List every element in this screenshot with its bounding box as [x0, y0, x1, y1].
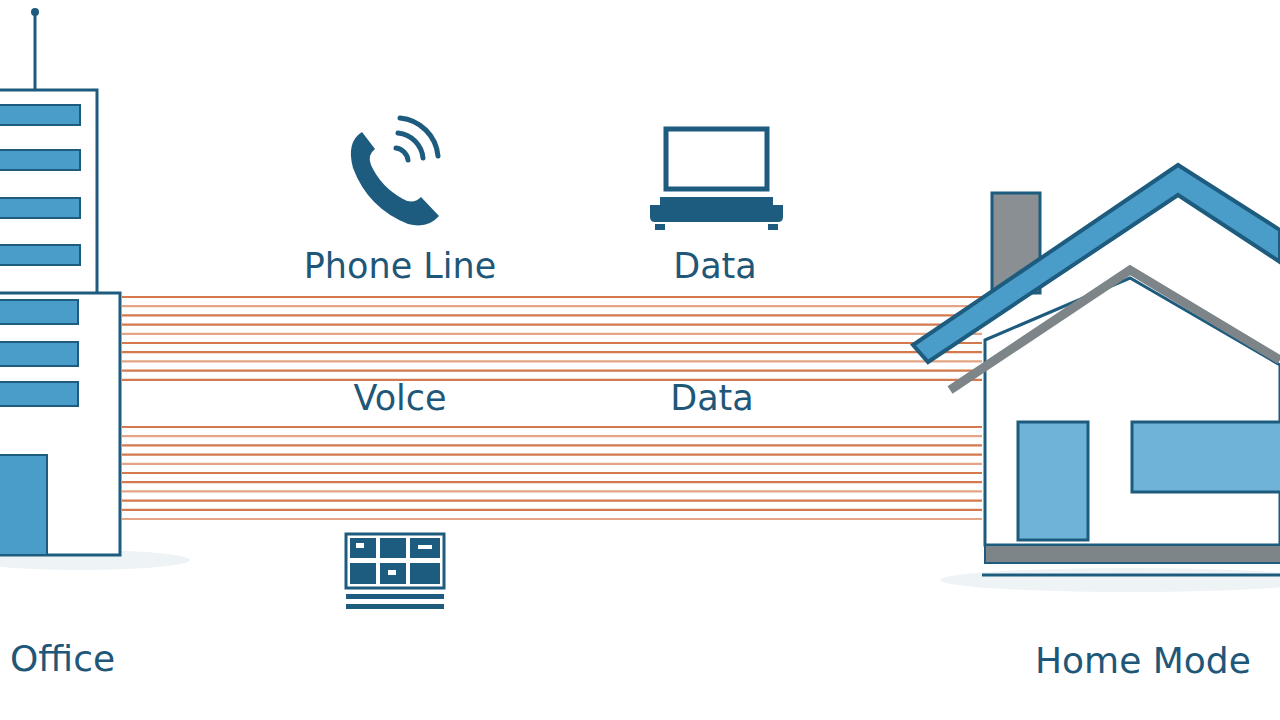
shadow [940, 568, 1280, 592]
office-building: Office [0, 90, 122, 555]
laptop-icon [650, 129, 783, 230]
signal-label: Data [673, 246, 757, 286]
node-label: Home Mode [1035, 640, 1251, 681]
signal-label: Data [670, 378, 754, 418]
signal-label: Volce [353, 378, 446, 418]
antenna-tip [31, 8, 39, 16]
home-house: Home Mode [982, 170, 1280, 580]
home-house-outline [982, 170, 1280, 580]
signal-label: Phone Line [304, 246, 496, 286]
phone-icon [351, 118, 439, 225]
line-bundle [122, 427, 982, 519]
node-label: Office [10, 638, 115, 679]
antenna [34, 12, 37, 92]
office-building-outline [0, 90, 122, 555]
line-bundle [122, 297, 982, 380]
switchboard-icon [346, 534, 444, 609]
